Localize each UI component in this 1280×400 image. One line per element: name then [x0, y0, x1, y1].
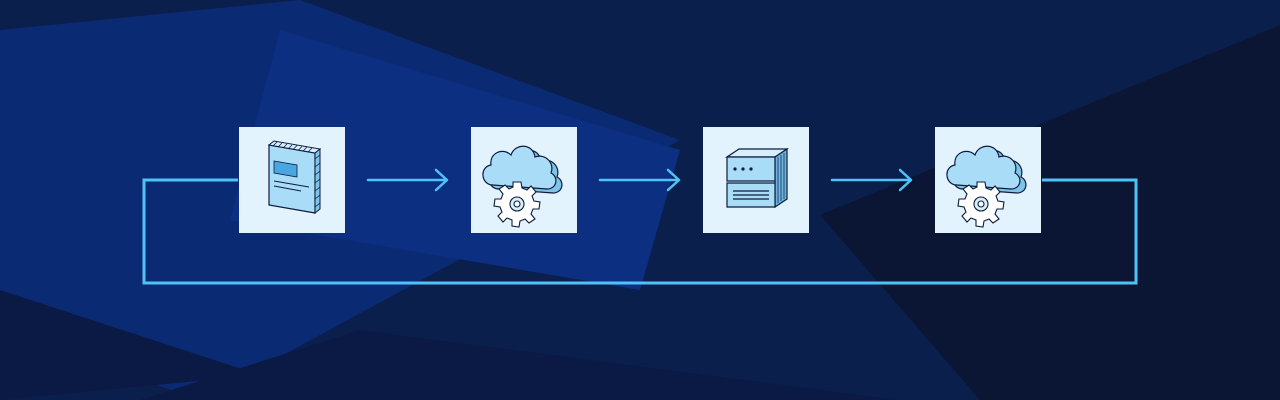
background-panel [140, 330, 900, 400]
loop-connector [142, 178, 1138, 285]
node-browser [239, 127, 345, 233]
server-rack-icon [725, 147, 789, 209]
arrow-connector [830, 168, 913, 192]
background-panel [820, 25, 1280, 400]
background-panel [0, 290, 260, 400]
node-cloud-deploy [935, 127, 1041, 233]
cloud-gear-icon [946, 145, 1027, 228]
node-server [703, 127, 809, 233]
arrow-connector [366, 168, 449, 192]
arrow-connector [598, 168, 681, 192]
cloud-gear-icon [482, 145, 563, 228]
node-cloud-config [471, 127, 577, 233]
browser-window-icon [267, 140, 322, 215]
